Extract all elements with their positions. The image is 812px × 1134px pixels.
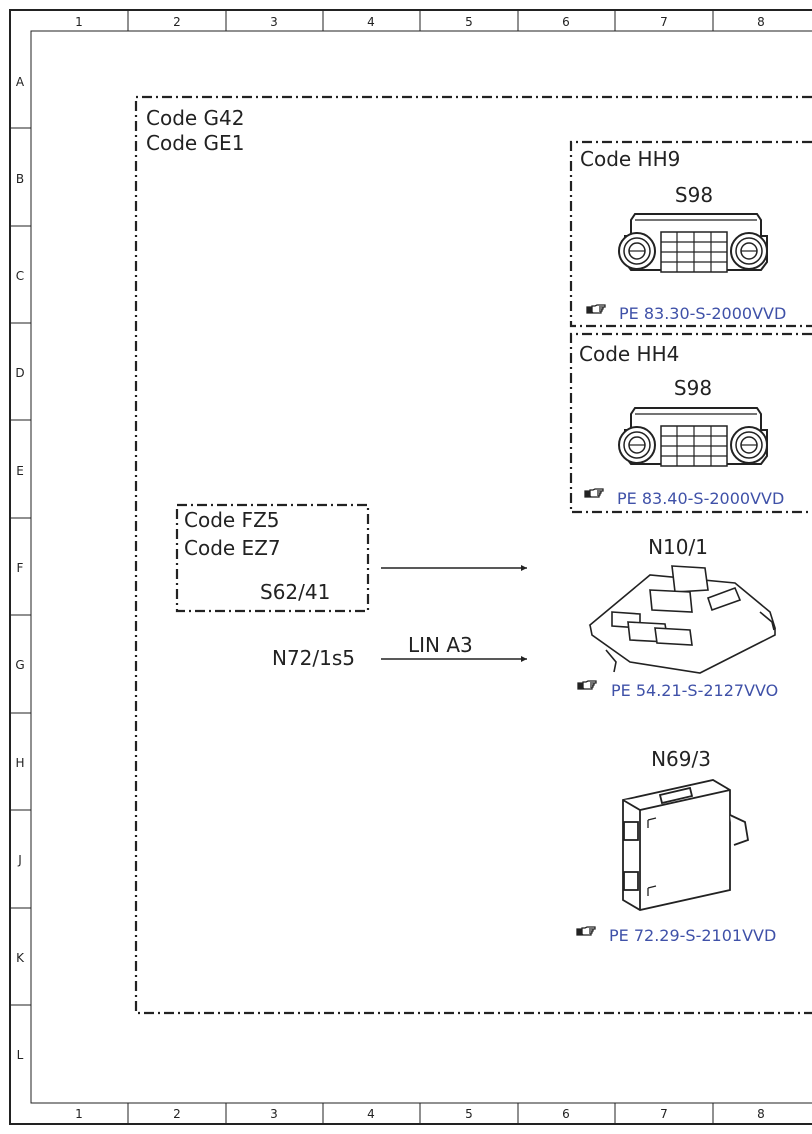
row-label: G bbox=[15, 658, 24, 672]
col-label-top: 4 bbox=[367, 15, 375, 29]
row-label: D bbox=[15, 366, 24, 380]
col-label-top: 2 bbox=[173, 15, 181, 29]
col-label-top: 3 bbox=[270, 15, 278, 29]
hh4-reference-link[interactable]: PE 83.40-S-2000VVD bbox=[617, 489, 784, 508]
n69-reference-link[interactable]: PE 72.29-S-2101VVD bbox=[609, 926, 776, 945]
code-fz5-box bbox=[175, 503, 370, 613]
row-label: A bbox=[16, 75, 25, 89]
row-label: J bbox=[17, 853, 22, 867]
col-label-bottom: 2 bbox=[173, 1107, 181, 1121]
inner-border bbox=[30, 30, 812, 1104]
code-hh4-box bbox=[569, 332, 812, 514]
n69-3-module bbox=[622, 779, 750, 911]
col-label-bottom: 1 bbox=[75, 1107, 83, 1121]
col-label-bottom: 6 bbox=[562, 1107, 570, 1121]
col-label-bottom: 4 bbox=[367, 1107, 375, 1121]
code-fz5-label: Code FZ5 bbox=[184, 508, 280, 532]
s98-hh9-label: S98 bbox=[675, 183, 713, 207]
row-label: B bbox=[16, 172, 24, 186]
row-label: C bbox=[16, 269, 24, 283]
n72-1s5-label: N72/1s5 bbox=[272, 646, 355, 670]
code-hh4-label: Code HH4 bbox=[579, 342, 679, 366]
code-g42-box bbox=[134, 95, 812, 1015]
sheet-border bbox=[9, 9, 812, 1125]
code-g42-label: Code G42 bbox=[146, 106, 245, 130]
code-hh9-label: Code HH9 bbox=[580, 147, 680, 171]
lin-a3-label: LIN A3 bbox=[408, 633, 473, 657]
s62-41-label: S62/41 bbox=[260, 580, 330, 604]
pointing-hand-icon bbox=[584, 488, 604, 498]
n10-reference-link[interactable]: PE 54.21-S-2127VVO bbox=[611, 681, 778, 700]
row-label: E bbox=[16, 464, 24, 478]
col-label-bottom: 7 bbox=[660, 1107, 668, 1121]
n10-1-module bbox=[588, 565, 776, 674]
col-label-bottom: 3 bbox=[270, 1107, 278, 1121]
row-label: H bbox=[15, 756, 24, 770]
n10-1-label: N10/1 bbox=[648, 535, 708, 559]
code-ez7-label: Code EZ7 bbox=[184, 536, 281, 560]
column-dividers bbox=[127, 10, 714, 1124]
col-label-top: 6 bbox=[562, 15, 570, 29]
row-label: K bbox=[16, 951, 25, 965]
col-label-bottom: 5 bbox=[465, 1107, 473, 1121]
row-label: F bbox=[17, 561, 24, 575]
col-label-top: 7 bbox=[660, 15, 668, 29]
col-label-top: 8 bbox=[757, 15, 765, 29]
col-label-top: 1 bbox=[75, 15, 83, 29]
pointing-hand-icon bbox=[586, 304, 606, 314]
s98-hh4-label: S98 bbox=[674, 376, 712, 400]
n69-3-label: N69/3 bbox=[651, 747, 711, 771]
row-label: L bbox=[17, 1048, 24, 1062]
s98-hh9-control-unit bbox=[618, 213, 768, 273]
pointing-hand-icon bbox=[576, 926, 596, 936]
pointing-hand-icon bbox=[577, 680, 597, 690]
s98-hh4-control-unit bbox=[618, 407, 768, 467]
hh9-reference-link[interactable]: PE 83.30-S-2000VVD bbox=[619, 304, 786, 323]
col-label-bottom: 8 bbox=[757, 1107, 765, 1121]
code-hh9-box bbox=[569, 140, 812, 328]
row-dividers bbox=[10, 127, 31, 1006]
code-ge1-label: Code GE1 bbox=[146, 131, 244, 155]
col-label-top: 5 bbox=[465, 15, 473, 29]
